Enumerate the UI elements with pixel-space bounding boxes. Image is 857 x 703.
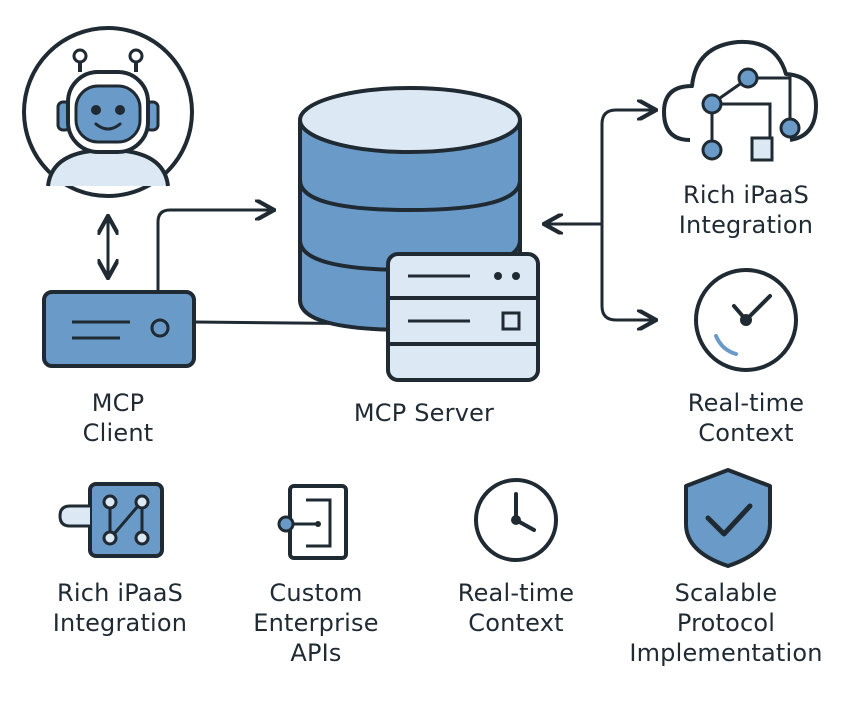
ipaas-top-label: Rich iPaaS Integration [679, 180, 813, 240]
clock-small-icon [474, 478, 558, 562]
mcp-client-label-line1: MCP [91, 389, 145, 417]
realtime-bottom-label: Real-time Context [458, 578, 574, 638]
robot-avatar-icon [22, 26, 194, 198]
scalable-label-line1: Scalable [674, 579, 778, 607]
realtime-bottom-label-line2: Context [468, 609, 564, 637]
realtime-top-label-line1: Real-time [687, 389, 805, 417]
scalable-label: Scalable Protocol Implementation [629, 578, 822, 668]
client-device-icon [42, 290, 196, 368]
ipaas-bottom-label-line2: Integration [52, 609, 188, 637]
mcp-client-label-line2: Client [82, 419, 154, 447]
mcp-client-label: MCP Client [83, 388, 154, 448]
shield-check-icon [684, 468, 772, 568]
client-to-server-arrow [156, 210, 272, 292]
api-document-icon [277, 484, 348, 560]
ipaas-bottom-label: Rich iPaaS Integration [53, 578, 187, 638]
mcp-server-label-line1: MCP Server [353, 399, 495, 427]
custom-apis-label-line1: Custom [269, 579, 363, 607]
cloud-network-icon [662, 39, 818, 162]
ipaas-top-label-line1: Rich iPaaS [682, 181, 810, 209]
realtime-bottom-label-line1: Real-time [457, 579, 575, 607]
ipaas-bottom-label-line1: Rich iPaaS [56, 579, 184, 607]
realtime-top-label-line2: Context [698, 419, 794, 447]
server-branch-arrows [546, 110, 654, 320]
scalable-label-line2: Protocol [676, 609, 776, 637]
mcp-server-label: MCP Server [354, 398, 494, 428]
integration-puzzle-icon [58, 482, 164, 558]
ipaas-top-label-line2: Integration [678, 211, 814, 239]
custom-apis-label: Custom Enterprise APIs [253, 578, 378, 668]
scalable-label-line3: Implementation [629, 639, 823, 667]
server-rack-icon [386, 252, 540, 382]
clock-icon [694, 268, 798, 372]
custom-apis-label-line3: APIs [290, 639, 342, 667]
custom-apis-label-line2: Enterprise [253, 609, 379, 637]
realtime-top-label: Real-time Context [688, 388, 804, 448]
